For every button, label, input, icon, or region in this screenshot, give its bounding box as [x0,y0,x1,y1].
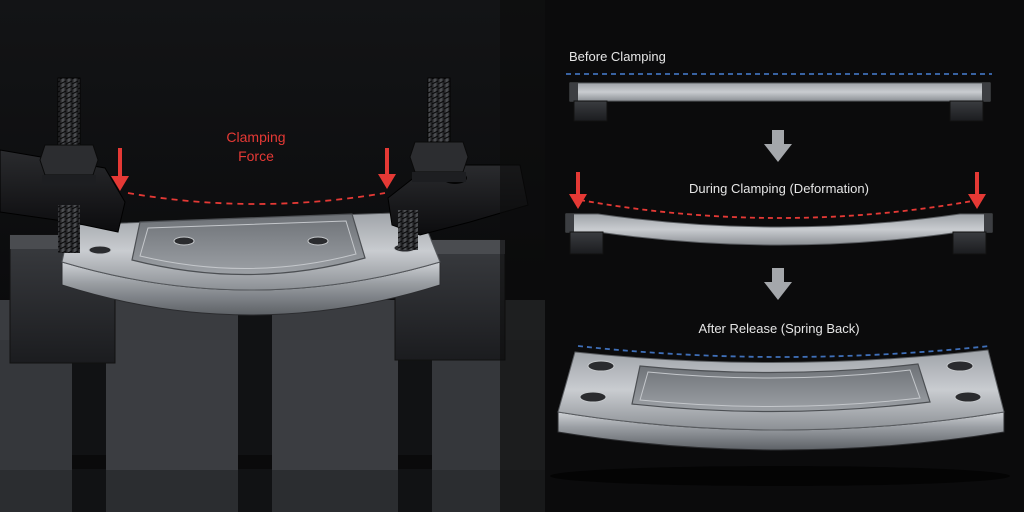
stage-during-clamping: During Clamping (Deformation) [565,172,993,255]
stage2-label: During Clamping (Deformation) [689,181,869,196]
arrow-down-icon [764,130,792,162]
workpiece-curved [61,211,441,316]
bolt-icon [39,77,99,185]
arrow-down-icon [111,148,129,191]
stage-before-clamping: Before Clamping [566,49,992,122]
arrow-down-icon [378,148,396,189]
arrow-down-icon [968,172,986,209]
deformation-line-red [579,199,979,219]
released-workpiece [557,349,1005,451]
clamping-force-label-line2: Force [238,148,274,164]
reference-line-blue [577,345,991,358]
stage1-label: Before Clamping [569,49,666,64]
clamping-force-label-line1: Clamping [226,129,285,145]
stage3-label: After Release (Spring Back) [698,321,859,336]
bolt-icon [409,77,469,182]
flat-workpiece [569,82,991,102]
left-photo-scene: Clamping Force [0,0,560,512]
support-left [573,100,608,122]
support-right [949,100,984,122]
clamping-force-dashed-line [127,192,386,205]
clamp-left [0,77,126,253]
stage-after-release: After Release (Spring Back) [550,321,1010,486]
right-diagram-panel: Before Clamping During Clamping (Deforma… [545,0,1024,512]
arrow-down-icon [764,268,792,300]
clamp-right [387,77,529,250]
support-left [569,231,604,255]
arrow-down-icon [569,172,587,209]
support-right [952,231,987,255]
